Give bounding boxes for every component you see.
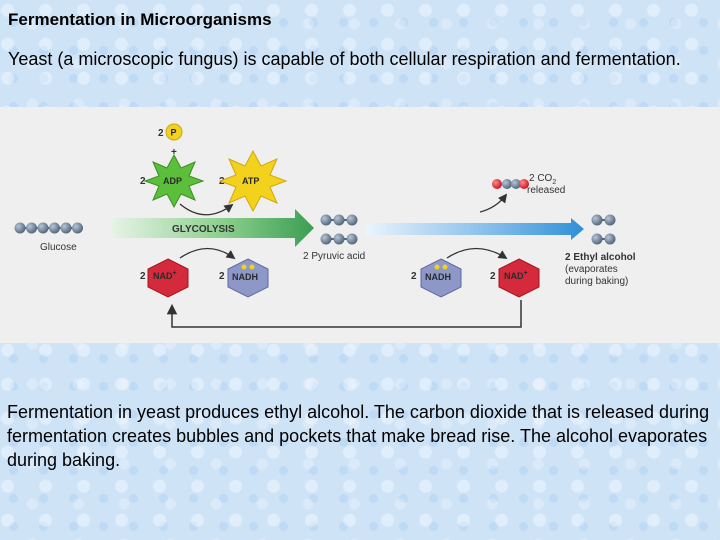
glucose-label: Glucose bbox=[40, 242, 77, 253]
co2-release-arrow bbox=[479, 193, 508, 213]
pyruvic-acid-label: 2 Pyruvic acid bbox=[303, 251, 365, 262]
co2-label: 2 CO2 bbox=[529, 173, 556, 186]
nadh-to-nad-arrow bbox=[446, 247, 508, 259]
atp-label: ATP bbox=[242, 176, 259, 186]
phosphate-symbol: P bbox=[171, 128, 177, 138]
diagram-svg: 2 P + 2 ADP 2 ATP Glucose GLYCOLYSIS bbox=[14, 123, 636, 328]
fermentation-diagram: 2 P + 2 ADP 2 ATP Glucose GLYCOLYSIS bbox=[0, 107, 720, 343]
phosphate-icon bbox=[165, 123, 183, 141]
nad-right-label-sup: + bbox=[524, 270, 528, 277]
nadh-right-dot-icon bbox=[442, 264, 448, 270]
nadh-right-label: NADH bbox=[425, 272, 451, 282]
nad-recycle-arrow bbox=[166, 300, 522, 328]
co2-released-label: released bbox=[527, 185, 565, 196]
nadh-left-dot-icon bbox=[249, 264, 255, 270]
nad-right-label: NAD+ bbox=[504, 270, 528, 281]
co2-molecules bbox=[492, 179, 529, 189]
ethyl-alcohol-note-line1: (evaporates bbox=[565, 264, 618, 275]
glucose-molecule bbox=[14, 222, 83, 234]
adp-star-icon bbox=[143, 153, 205, 209]
nad-left-hexagon-icon bbox=[147, 258, 189, 298]
slide-title: Fermentation in Microorganisms bbox=[8, 10, 272, 29]
nad-left-label-sup: + bbox=[173, 270, 177, 277]
nad-right-count: 2 bbox=[490, 271, 496, 282]
nadh-right-count: 2 bbox=[411, 271, 417, 282]
nadh-right-hexagon-icon bbox=[420, 258, 462, 298]
glycolysis-label: GLYCOLYSIS bbox=[172, 224, 235, 235]
phosphate-count: 2 bbox=[158, 128, 164, 139]
intro-text: Yeast (a microscopic fungus) is capable … bbox=[8, 49, 681, 69]
atp-star-icon bbox=[218, 149, 288, 213]
fermentation-arrow bbox=[366, 218, 584, 240]
nad-left-count: 2 bbox=[140, 271, 146, 282]
nadh-left-hexagon-icon bbox=[227, 258, 269, 298]
adp-count: 2 bbox=[140, 176, 146, 187]
caption-text: Fermentation in yeast produces ethyl alc… bbox=[7, 402, 710, 470]
co2-label-prefix: 2 CO bbox=[529, 173, 553, 184]
nadh-left-count: 2 bbox=[219, 271, 225, 282]
co2-label-subscript: 2 bbox=[552, 179, 556, 186]
nad-right-label-text: NAD bbox=[504, 271, 524, 281]
nadh-left-label: NADH bbox=[232, 272, 258, 282]
pyruvic-acid-molecules bbox=[320, 214, 358, 245]
ethyl-alcohol-note-line2: during baking) bbox=[565, 276, 628, 287]
glycolysis-arrow bbox=[112, 209, 314, 247]
ethyl-alcohol-label: 2 Ethyl alcohol bbox=[565, 252, 636, 263]
nad-left-label-text: NAD bbox=[153, 271, 173, 281]
adp-to-atp-arrow bbox=[179, 203, 234, 216]
adp-label: ADP bbox=[163, 176, 182, 186]
ethyl-alcohol-molecules bbox=[591, 214, 616, 245]
nadh-left-dot-icon bbox=[241, 264, 247, 270]
phosphate-plus: + bbox=[171, 147, 177, 158]
nadh-right-dot-icon bbox=[434, 264, 440, 270]
nad-left-label: NAD+ bbox=[153, 270, 177, 281]
nad-to-nadh-arrow bbox=[179, 247, 236, 260]
nad-right-hexagon-icon bbox=[498, 258, 540, 298]
